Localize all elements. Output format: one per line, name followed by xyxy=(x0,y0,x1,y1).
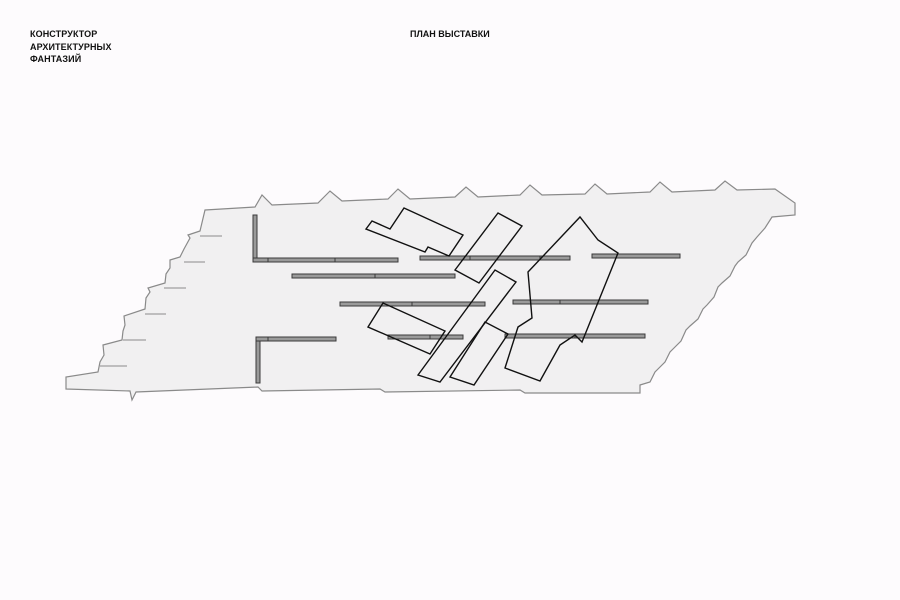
volume-right-large xyxy=(504,215,619,382)
wall-lower-l-vertical xyxy=(255,336,261,384)
volume-middle-long xyxy=(416,269,518,383)
volume-left-lower xyxy=(366,302,447,355)
wall-row1-far-right xyxy=(591,253,681,259)
project-title-line-3: ФАНТАЗИЙ xyxy=(30,54,82,64)
edge-notches xyxy=(100,235,222,367)
wall-upper-l-horizontal xyxy=(252,257,399,263)
wall-row2 xyxy=(291,273,456,279)
volume-top-center xyxy=(453,212,524,284)
volume-top-left xyxy=(364,207,465,257)
project-title: КОНСТРУКТОР АРХИТЕКТУРНЫХ ФАНТАЗИЙ xyxy=(30,28,112,66)
floor-slab xyxy=(65,180,796,402)
plan-title: ПЛАН ВЫСТАВКИ xyxy=(410,29,490,39)
project-title-line-2: АРХИТЕКТУРНЫХ xyxy=(30,41,112,52)
wall-upper-l-vertical xyxy=(252,214,258,262)
volume-bottom-center xyxy=(448,321,510,386)
wall-row1-right xyxy=(419,255,571,261)
exhibition-volumes xyxy=(364,207,619,386)
wall-lower-l-horizontal xyxy=(255,336,337,342)
wall-row3-right xyxy=(512,299,649,305)
project-title-line-1: КОНСТРУКТОР xyxy=(30,29,98,39)
wall-row4-left xyxy=(387,334,464,340)
